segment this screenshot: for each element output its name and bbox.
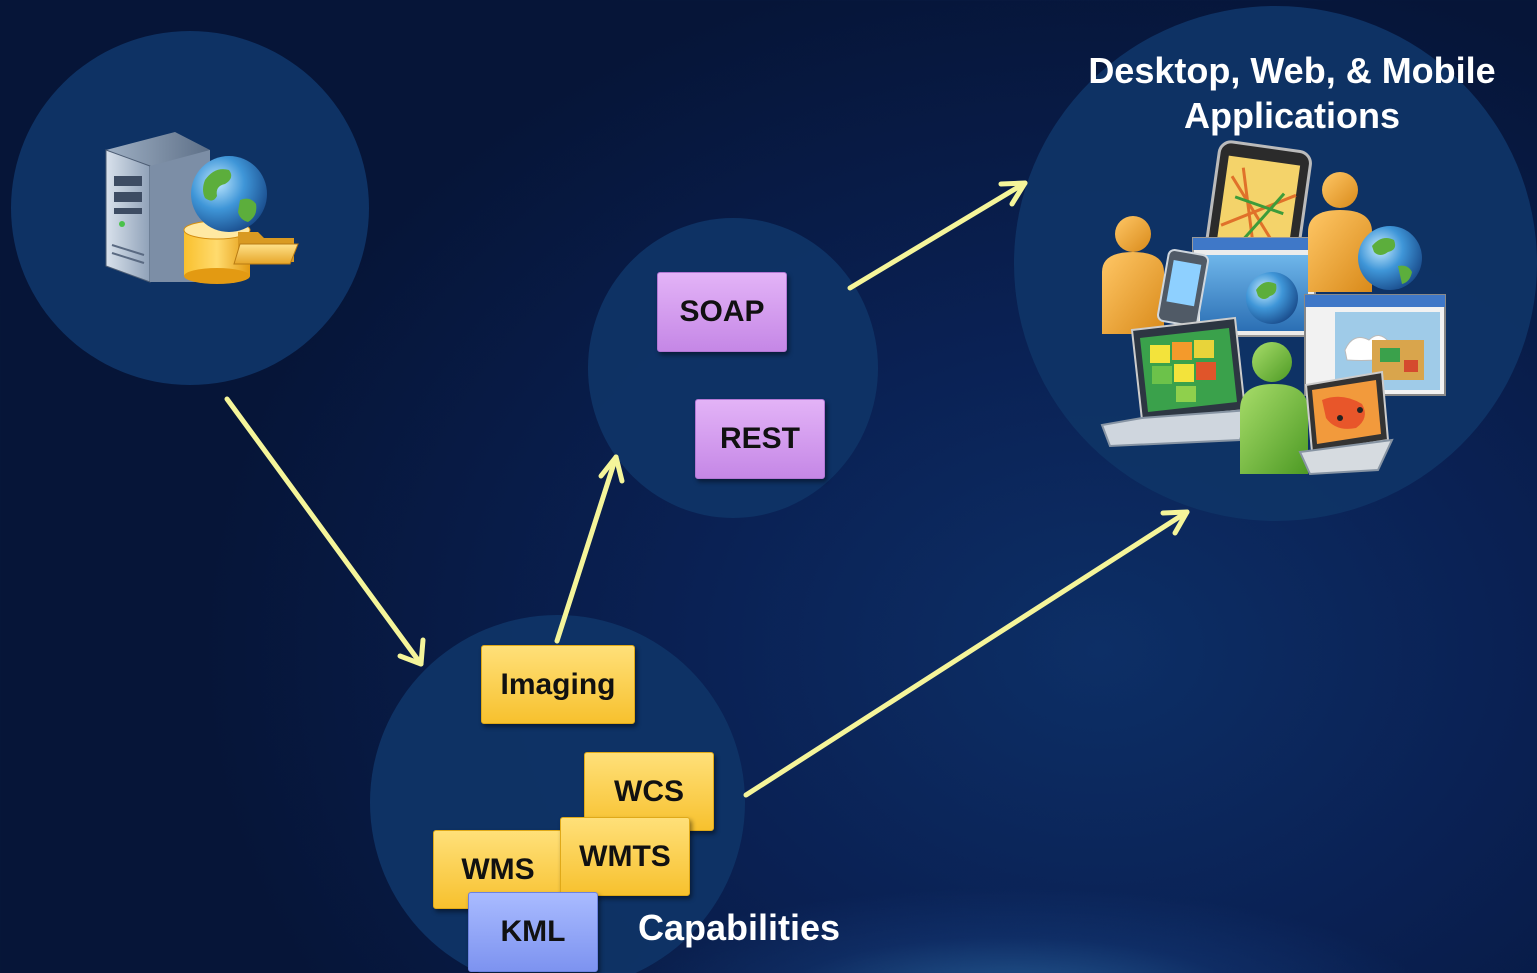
arrow-capabilities-to-protocols [554, 454, 625, 644]
wcs-label: WCS [614, 774, 684, 808]
applications-title: Desktop, Web, & Mobile Applications [1062, 48, 1522, 138]
applications-title-line2: Applications [1183, 95, 1401, 136]
kml-tag: KML [468, 892, 598, 972]
rest-label: REST [719, 422, 800, 455]
server-bubble [11, 31, 369, 385]
wms-label: WMS [461, 852, 535, 886]
wcs-tag: WCS [584, 752, 714, 831]
arrow-capabilities-to-apps [743, 509, 1190, 798]
capabilities-label: Capabilities [638, 907, 841, 948]
imaging-label: Imaging [500, 667, 616, 701]
arrow-protocols-to-apps [847, 180, 1028, 291]
arrow-server-to-capabilities [224, 396, 426, 667]
kml-label: KML [500, 915, 566, 948]
wmts-tag: WMTS [560, 817, 690, 896]
wmts-label: WMTS [579, 839, 671, 873]
soap-label: SOAP [679, 295, 765, 328]
applications-title-line1: Desktop, Web, & Mobile [1088, 50, 1496, 91]
rest-tag: REST [695, 399, 825, 479]
soap-tag: SOAP [657, 272, 787, 352]
imaging-tag: Imaging [481, 645, 635, 724]
